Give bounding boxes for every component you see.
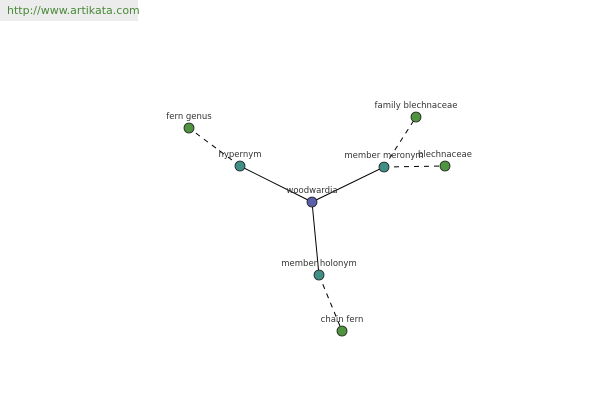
node-family-blechnaceae[interactable]: family blechnaceae — [375, 101, 458, 123]
edge-woodwardia-hypernym — [239, 165, 313, 203]
node-hypernym-label[interactable]: hypernym — [218, 150, 261, 160]
node-woodwardia[interactable]: woodwardia — [286, 186, 338, 208]
node-chain-fern[interactable]: chain fern — [321, 315, 364, 337]
node-blechnaceae-label[interactable]: blechnaceae — [418, 150, 472, 160]
edge-member-meronym-blechnaceae — [383, 165, 446, 168]
node-member-meronym-label[interactable]: member meronym — [344, 151, 423, 161]
edge-hypernym-fern-genus — [188, 127, 241, 167]
node-member-holonym-dot[interactable] — [313, 269, 325, 281]
edge-woodwardia-member-holonym — [311, 201, 320, 276]
node-member-meronym-dot[interactable] — [378, 161, 390, 173]
node-member-meronym[interactable]: member meronym — [344, 151, 424, 173]
node-family-blechnaceae-dot[interactable] — [410, 111, 422, 123]
node-member-holonym-label[interactable]: member holonym — [281, 259, 356, 269]
node-woodwardia-label[interactable]: woodwardia — [286, 186, 337, 196]
node-woodwardia-dot[interactable] — [306, 196, 318, 208]
node-family-blechnaceae-label[interactable]: family blechnaceae — [375, 101, 458, 111]
node-blechnaceae[interactable]: blechnaceae — [418, 150, 472, 172]
node-fern-genus-label[interactable]: fern genus — [166, 112, 212, 122]
url-watermark-bar: http://www.artikata.com — [0, 0, 140, 21]
node-chain-fern-dot[interactable] — [336, 325, 348, 337]
graph-nodes: woodwardia hypernym fern genus member meron… — [166, 101, 472, 337]
edge-member-holonym-chain-fern — [318, 274, 343, 332]
node-fern-genus-dot[interactable] — [183, 122, 195, 134]
node-chain-fern-label[interactable]: chain fern — [321, 315, 364, 325]
node-hypernym-dot[interactable] — [234, 160, 246, 172]
node-member-holonym[interactable]: member holonym — [281, 259, 357, 281]
url-watermark[interactable]: http://www.artikata.com — [7, 4, 140, 17]
node-blechnaceae-dot[interactable] — [439, 160, 451, 172]
edge-woodwardia-member-meronym — [311, 166, 385, 203]
graph-edges — [188, 116, 446, 332]
node-fern-genus[interactable]: fern genus — [166, 112, 212, 134]
node-hypernym[interactable]: hypernym — [218, 150, 262, 172]
